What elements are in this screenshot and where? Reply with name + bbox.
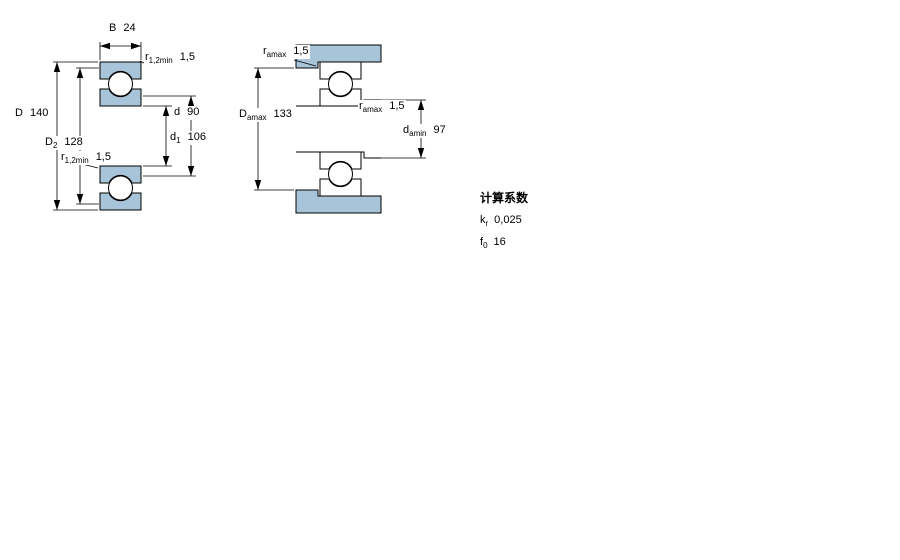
dim-label-Da: Damax 133 xyxy=(238,108,293,123)
dim-value: 1,5 xyxy=(95,151,111,163)
inner-ring-top xyxy=(319,88,362,107)
factor-row-f0: f0 16 xyxy=(480,236,528,252)
dim-value: 1,5 xyxy=(293,45,309,57)
dim-symbol: B xyxy=(109,22,117,34)
dim-value: 1,5 xyxy=(389,100,405,112)
dim-symbol: r1,2min xyxy=(61,151,89,166)
ball-top xyxy=(108,71,133,97)
factor-symbol: f0 xyxy=(480,236,488,251)
dim-label-r12-bottom: r1,2min 1,5 xyxy=(60,151,112,166)
dim-value: 24 xyxy=(123,22,136,34)
dim-value: 1,5 xyxy=(179,51,195,63)
outer-ring-bottom xyxy=(99,192,142,211)
dim-label-ra-top: ramax 1,5 xyxy=(262,45,310,60)
dim-symbol: D xyxy=(15,107,23,119)
dim-value: 140 xyxy=(29,107,49,119)
calculation-factors: 计算系数 kr 0,025 f0 16 xyxy=(480,192,528,258)
ball-bottom xyxy=(328,161,353,187)
factor-value: 16 xyxy=(493,236,506,249)
dim-label-da: damin 97 xyxy=(402,124,447,139)
leader-ra-top xyxy=(293,59,317,67)
factors-heading: 计算系数 xyxy=(480,191,529,205)
inner-ring-bottom xyxy=(319,151,362,170)
dim-label-D: D 140 xyxy=(14,107,50,122)
factor-symbol: kr xyxy=(480,214,489,229)
dim-symbol: d1 xyxy=(170,131,181,146)
dim-value: 133 xyxy=(273,108,292,120)
outer-ring-top xyxy=(99,61,142,80)
dim-label-D2: D2 128 xyxy=(44,136,84,151)
abutment-view xyxy=(254,44,426,214)
dim-symbol: d xyxy=(174,106,181,118)
housing-bottom xyxy=(295,189,382,214)
dim-label-d: d 90 xyxy=(173,106,201,121)
ball-bottom xyxy=(108,175,133,201)
dim-symbol: damin xyxy=(403,124,427,139)
factor-value: 0,025 xyxy=(494,214,522,226)
ball-top xyxy=(328,71,353,97)
inner-ring-top xyxy=(99,88,142,107)
dim-symbol: r1,2min xyxy=(145,51,173,66)
dim-label-d1: d1 106 xyxy=(169,131,207,146)
inner-ring-bottom xyxy=(99,165,142,184)
dim-label-B: B 24 xyxy=(108,22,137,37)
dim-value: 97 xyxy=(433,124,446,136)
factor-row-kr: kr 0,025 xyxy=(480,214,528,230)
dim-symbol: Damax xyxy=(239,108,267,123)
dim-symbol: ramax xyxy=(359,100,383,115)
dim-symbol: D2 xyxy=(45,136,58,151)
dim-value: 106 xyxy=(187,131,206,143)
dim-label-r12-top: r1,2min 1,5 xyxy=(144,51,196,66)
outer-ring-bottom xyxy=(319,178,362,197)
dim-label-ra-mid: ramax 1,5 xyxy=(358,100,406,115)
dim-value: 128 xyxy=(64,136,83,148)
dim-symbol: ramax xyxy=(263,45,287,60)
section-view xyxy=(53,42,196,211)
housing-top xyxy=(295,44,382,69)
shaft-shoulder-bottom xyxy=(361,151,381,159)
dim-value: 90 xyxy=(187,106,200,118)
outer-ring-top xyxy=(319,61,362,80)
